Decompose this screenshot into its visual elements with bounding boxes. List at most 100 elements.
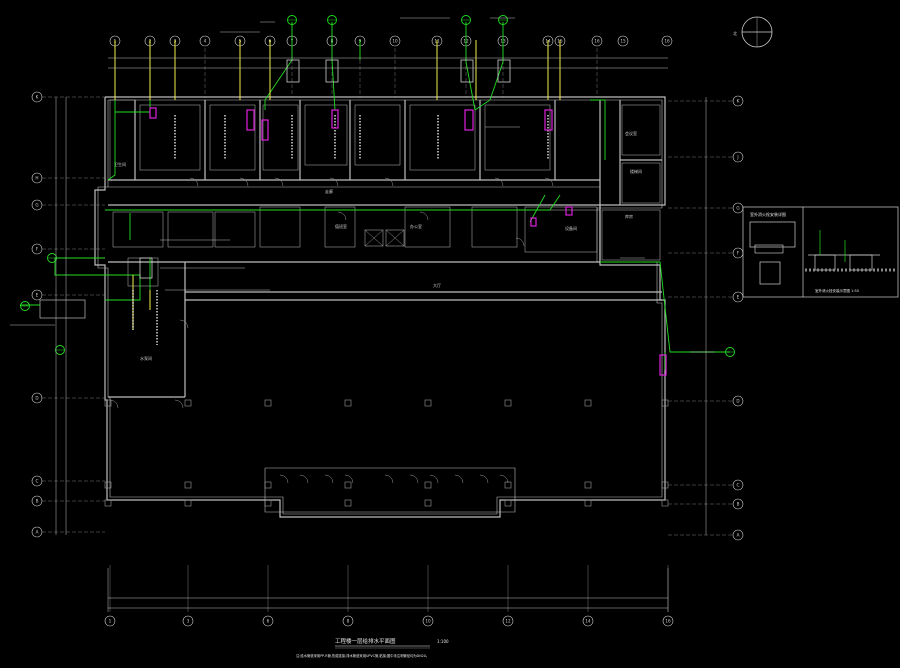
svg-text:4: 4	[204, 39, 207, 44]
axis-bubble-right: D	[732, 395, 744, 407]
axis-bottom: 1 3 6 8 10 12 14 16	[104, 565, 674, 627]
pipe-tag-bubble	[287, 15, 297, 25]
axis-bubble-left: E	[31, 289, 43, 301]
axis-bubble-bottom: 14	[582, 615, 594, 627]
room-label-restroom: 卫生间	[114, 161, 126, 167]
axis-bubble-right: C	[732, 479, 744, 491]
svg-text:A: A	[737, 533, 740, 538]
door-swings	[109, 177, 554, 484]
detail-panel	[742, 206, 899, 298]
room-label-office: 办公室	[410, 223, 422, 229]
svg-text:K: K	[36, 95, 39, 100]
svg-text:北: 北	[733, 30, 737, 36]
svg-text:G: G	[35, 203, 38, 208]
svg-text:E: E	[737, 295, 740, 300]
axis-left: K H G F E D C B A	[31, 91, 105, 538]
svg-text:1: 1	[109, 619, 112, 624]
svg-text:6: 6	[267, 619, 270, 624]
detail-subtitle: 室外消火栓安装示意图 1:50	[815, 288, 859, 293]
room-label-meeting: 会议室	[625, 130, 637, 136]
fixtures	[149, 107, 667, 376]
svg-text:C: C	[36, 479, 39, 484]
pipe-tag-bubbles	[20, 15, 735, 357]
room-label-store: 库房	[625, 213, 633, 219]
axis-bubble-left: A	[31, 526, 43, 538]
axis-bubble-right: A	[732, 529, 744, 541]
room-label-lobby: 大厅	[433, 282, 441, 288]
svg-text:D: D	[35, 396, 38, 401]
svg-text:3: 3	[187, 619, 190, 624]
axis-bubble-right: F	[732, 247, 744, 259]
svg-text:J: J	[736, 155, 738, 160]
pipe-tag-bubble	[55, 345, 65, 355]
svg-text:8: 8	[347, 619, 350, 624]
axis-bubble-right: G	[732, 202, 744, 214]
axis-bubble-left: B	[31, 495, 43, 507]
axis-bubble-top: 16	[661, 35, 673, 47]
svg-text:H: H	[35, 176, 38, 181]
svg-text:F: F	[737, 251, 740, 256]
columns	[104, 399, 669, 507]
svg-text:E: E	[36, 293, 39, 298]
riser-boxes	[139, 59, 511, 279]
detail-labels: 室外消火栓安装详图 室外消火栓安装示意图 1:50	[750, 211, 859, 293]
pipe-tag-bubble	[498, 15, 508, 25]
drawing-title-block: 工程楼一层给排水平面图 1:100 注:给水管道采用PP-R管,热熔连接;排水管…	[296, 637, 449, 658]
axis-bubble-bottom: 3	[182, 615, 194, 627]
svg-text:G: G	[736, 206, 739, 211]
svg-text:14: 14	[585, 619, 591, 624]
axis-bubble-top: 4	[199, 35, 211, 47]
axis-bubble-bottom: 8	[342, 615, 354, 627]
axis-bubble-left: D	[31, 392, 43, 404]
axis-bubble-right: J	[732, 151, 744, 163]
axis-right: K J G F E D C B A	[668, 95, 744, 541]
axis-bubble-left: H	[31, 172, 43, 184]
svg-text:C: C	[737, 483, 740, 488]
svg-text:12: 12	[505, 619, 511, 624]
drawing-title: 工程楼一层给排水平面图	[335, 637, 396, 645]
svg-text:15: 15	[620, 39, 626, 44]
svg-text:K: K	[737, 99, 740, 104]
axis-bubble-bottom: 16	[662, 615, 674, 627]
building-walls	[39, 96, 666, 518]
pipe-tag-bubble	[327, 15, 337, 25]
axis-bubble-right: K	[732, 95, 744, 107]
riser-pipes	[114, 40, 561, 330]
svg-text:16: 16	[594, 39, 600, 44]
svg-text:F: F	[36, 247, 39, 252]
room-label-equipment: 设备间	[565, 225, 577, 231]
drawing-note: 注:给水管道采用PP-R管,热熔连接;排水管道采用UPVC管,粘接;图中未注明管…	[296, 653, 429, 658]
room-label-pump: 水泵间	[140, 355, 152, 361]
water-pipes	[20, 22, 730, 370]
pipe-tag-bubble	[725, 347, 735, 357]
svg-text:10: 10	[425, 619, 431, 624]
axis-bubble-top: 15	[617, 35, 629, 47]
dimension-lines	[55, 57, 707, 612]
svg-text:10: 10	[392, 39, 398, 44]
axis-bubble-left: K	[31, 91, 43, 103]
axis-bubble-bottom: 10	[422, 615, 434, 627]
room-label-stair: 楼梯间	[630, 168, 642, 174]
axis-bubble-bottom: 1	[104, 615, 116, 627]
svg-text:B: B	[737, 502, 740, 507]
axis-bubble-bottom: 6	[262, 615, 274, 627]
fixture-strips	[132, 115, 549, 345]
pipe-tag-bubble	[47, 253, 57, 263]
axis-bubble-right: E	[732, 291, 744, 303]
axis-bubble-top: 10	[389, 35, 401, 47]
pipe-tag-bubble	[461, 15, 471, 25]
axis-bubble-left: F	[31, 243, 43, 255]
room-labels: 大厅 走廊 卫生间 办公室 值班室 设备间 库房 水泵间 会议室 楼梯间	[114, 130, 642, 361]
svg-text:D: D	[736, 399, 739, 404]
axis-bubble-right: B	[732, 498, 744, 510]
detail-title: 室外消火栓安装详图	[750, 211, 786, 217]
svg-text:A: A	[36, 530, 39, 535]
axis-bubble-left: G	[31, 199, 43, 211]
svg-text:16: 16	[665, 619, 671, 624]
room-label-duty: 值班室	[335, 223, 347, 229]
svg-text:16: 16	[664, 39, 670, 44]
north-arrow-icon: 北	[733, 16, 773, 48]
